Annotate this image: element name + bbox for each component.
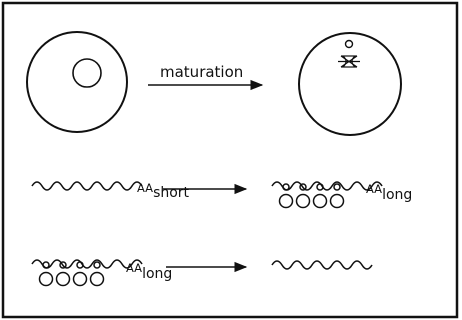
- pabp-bead: [295, 193, 311, 209]
- pabp-bead: [59, 261, 67, 269]
- pabp-bead: [55, 271, 71, 287]
- mrna-long-tail-with-pabp: AAlong: [271, 181, 412, 209]
- mrna-wave: [271, 260, 373, 270]
- pabp-bead: [93, 261, 101, 269]
- germinal-vesicle: [72, 58, 102, 88]
- pabp-proteins: [38, 261, 105, 287]
- oocyte-mature: [298, 32, 402, 136]
- aa-long-label: AAlong: [126, 261, 172, 282]
- mrna-wave: [31, 181, 143, 191]
- mrna-long-tail-with-pabp: AAlong: [31, 259, 172, 287]
- pabp-bead: [38, 271, 54, 287]
- mrna-short-tail: AAshort: [31, 181, 190, 201]
- pabp-bead: [316, 183, 324, 191]
- pabp-bead: [278, 193, 294, 209]
- oocyte-cell: [298, 32, 402, 136]
- mrna-wave: [31, 259, 143, 269]
- pabp-bead: [333, 183, 341, 191]
- pabp-bead: [282, 183, 290, 191]
- polar-body: [344, 39, 354, 49]
- pabp-bead: [42, 261, 50, 269]
- pabp-proteins: [278, 183, 345, 209]
- pabp-bead: [312, 193, 328, 209]
- mrna-deadenylated: [271, 260, 373, 270]
- maturation-label: maturation: [160, 63, 243, 81]
- maturation-arrow: maturation: [148, 63, 264, 91]
- pabp-bead: [89, 271, 105, 287]
- oocyte-cell: [26, 31, 128, 133]
- pabp-bead: [76, 261, 84, 269]
- mrna-wave: [271, 181, 383, 191]
- oocyte-immature: [26, 31, 128, 133]
- aa-short-label: AAshort: [137, 181, 190, 201]
- pabp-bead: [329, 193, 345, 209]
- pabp-bead: [72, 271, 88, 287]
- meiotic-spindle: [338, 55, 360, 68]
- pabp-bead: [299, 183, 307, 191]
- aa-long-label: AAlong: [366, 182, 412, 203]
